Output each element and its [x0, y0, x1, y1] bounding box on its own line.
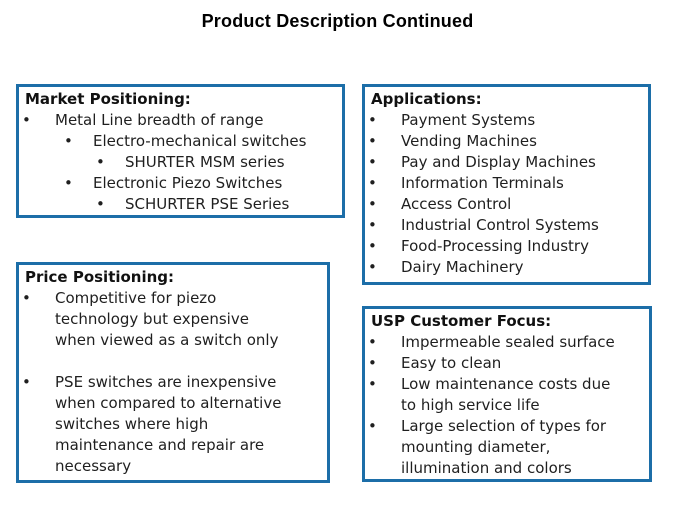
item-text: Dairy Machinery [401, 258, 524, 276]
box-title-applications: Applications: [371, 90, 482, 108]
item-text: Impermeable sealed surface [401, 333, 615, 351]
list-item: • PSE switches are inexpensive when comp… [21, 372, 287, 477]
box-usp-customer-focus: USP Customer Focus: • Impermeable sealed… [362, 306, 652, 482]
box-price-positioning: Price Positioning: • Competitive for pie… [16, 262, 330, 483]
item-text: Pay and Display Machines [401, 153, 596, 171]
bullet-icon: • [64, 174, 73, 192]
list-item: • Pay and Display Machines [367, 152, 646, 173]
item-text: Food-Processing Industry [401, 237, 589, 255]
item-text: PSE switches are inexpensive when compar… [55, 373, 282, 475]
item-text: Payment Systems [401, 111, 536, 129]
list-item: • Easy to clean [367, 353, 626, 374]
list-item: • Payment Systems [367, 110, 646, 131]
list-item: • Competitive for piezo technology but e… [21, 288, 287, 351]
item-text: Electro-mechanical switches [93, 132, 307, 150]
item-text: Low maintenance costs due to high servic… [401, 375, 611, 414]
item-text: Access Control [401, 195, 512, 213]
item-text: SHURTER MSM series [125, 153, 285, 171]
list-item: • Food-Processing Industry [367, 236, 646, 257]
list-item: • Industrial Control Systems [367, 215, 646, 236]
page-title: Product Description Continued [201, 11, 474, 31]
box-market-positioning: Market Positioning: • Metal Line breadth… [16, 84, 345, 218]
bullet-icon: • [368, 195, 377, 213]
list-item: • Low maintenance costs due to high serv… [367, 374, 626, 416]
bullet-icon: • [368, 216, 377, 234]
item-text: Competitive for piezo technology but exp… [55, 289, 279, 349]
bullet-icon: • [368, 153, 377, 171]
item-text: Easy to clean [401, 354, 502, 372]
list-item: • SCHURTER PSE Series [95, 194, 340, 215]
blank-line-spacer [21, 351, 287, 372]
list-item: • SHURTER MSM series [95, 152, 340, 173]
box-applications: Applications: • Payment Systems • Vendin… [362, 84, 651, 285]
bullet-icon: • [368, 258, 377, 276]
list-item: • Impermeable sealed surface [367, 332, 626, 353]
box-title-price-positioning: Price Positioning: [25, 268, 175, 286]
list-item: • Electro-mechanical switches [63, 131, 340, 152]
list-item: • Vending Machines [367, 131, 646, 152]
bullet-icon: • [96, 153, 105, 171]
bullet-icon: • [368, 417, 377, 435]
item-text: Industrial Control Systems [401, 216, 599, 234]
list-item: • Electronic Piezo Switches [63, 173, 340, 194]
bullet-icon: • [368, 237, 377, 255]
item-text: Information Terminals [401, 174, 564, 192]
item-text: Large selection of types for mounting di… [401, 417, 607, 477]
item-text: Metal Line breadth of range [55, 111, 264, 129]
bullet-icon: • [96, 195, 105, 213]
bullet-icon: • [368, 111, 377, 129]
list-item: • Metal Line breadth of range [21, 110, 340, 131]
bullet-icon: • [64, 132, 73, 150]
item-text: Vending Machines [401, 132, 537, 150]
list-item: • Dairy Machinery [367, 257, 646, 278]
bullet-icon: • [22, 111, 31, 129]
box-title-usp-customer-focus: USP Customer Focus: [371, 312, 552, 330]
bullet-icon: • [368, 174, 377, 192]
bullet-icon: • [368, 375, 377, 393]
list-item: • Large selection of types for mounting … [367, 416, 626, 479]
bullet-icon: • [368, 354, 377, 372]
bullet-icon: • [368, 132, 377, 150]
item-text: Electronic Piezo Switches [93, 174, 283, 192]
bullet-icon: • [22, 289, 31, 307]
bullet-icon: • [22, 373, 31, 391]
list-item: • Access Control [367, 194, 646, 215]
bullet-icon: • [368, 333, 377, 351]
box-title-market-positioning: Market Positioning: [25, 90, 191, 108]
item-text: SCHURTER PSE Series [125, 195, 290, 213]
list-item: • Information Terminals [367, 173, 646, 194]
